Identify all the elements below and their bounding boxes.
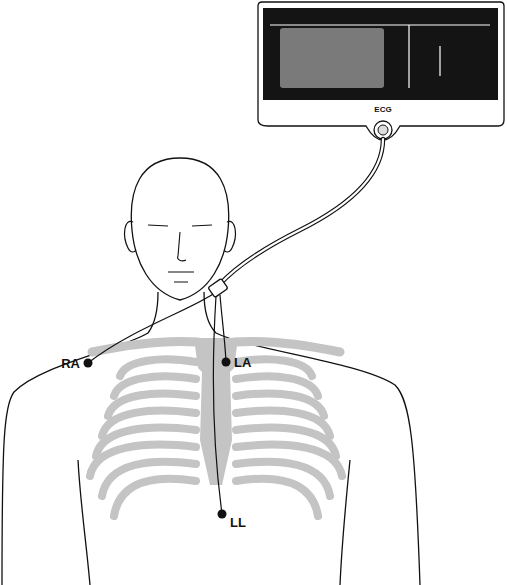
monitor-screen [263,8,498,100]
electrode-label: LL [230,516,246,529]
nose [178,232,186,261]
head [131,158,228,300]
lead-wire [214,296,222,514]
electrode-label: RA [61,357,80,370]
screen-trace [439,46,440,76]
mouth [168,272,194,282]
electrode [218,510,227,519]
lead-wire [88,294,213,363]
body-outline [204,292,420,585]
screen-line [270,25,490,88]
electrode [222,358,231,367]
device-label: ECG [374,106,391,114]
ecg-cable [220,139,383,284]
lead-wire [220,295,226,362]
ear [224,221,235,252]
cable-port [378,125,388,135]
ear [125,221,136,252]
screen-panel [280,28,384,88]
clavicle [234,341,340,352]
clavicle [92,341,198,352]
electrode-label: LA [234,356,251,369]
body-outline [2,292,158,585]
rib [114,479,196,516]
eyes [148,225,212,226]
cable-port [374,121,392,139]
rib [236,479,318,516]
ecg-monitor [258,2,504,140]
ecg-cable [220,139,383,284]
electrode [84,359,93,368]
